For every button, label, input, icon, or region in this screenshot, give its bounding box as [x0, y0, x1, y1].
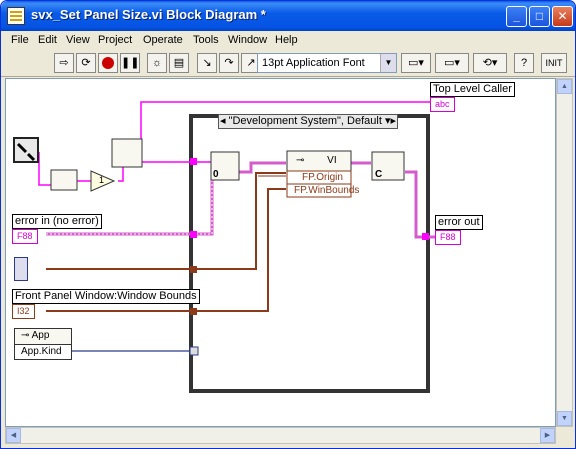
tunnel-error-in[interactable]: [190, 231, 197, 238]
case-prev-icon[interactable]: ◂: [219, 115, 226, 127]
property-fp-winbounds[interactable]: [286, 183, 352, 198]
menu-help[interactable]: Help: [275, 34, 298, 46]
front-panel-bounds-label: Front Panel Window:Window Bounds: [12, 289, 200, 304]
case-selector-value: "Development System", Default: [228, 115, 382, 127]
vi-node-label: ⊸ VI: [296, 155, 337, 166]
case-dropdown-icon[interactable]: ▾▸: [384, 115, 397, 127]
menu-tools[interactable]: Tools: [193, 34, 219, 46]
error-in-label: error in (no error): [12, 214, 102, 229]
app-node-label: ⊸ App: [21, 330, 49, 341]
vertical-scrollbar[interactable]: ▲ ▼: [556, 78, 573, 427]
cluster-terminal-1[interactable]: [14, 257, 28, 281]
tunnel-error-out[interactable]: [422, 233, 429, 240]
increment-label: 1: [99, 175, 105, 185]
step-over-icon[interactable]: ↷: [219, 53, 239, 73]
maximize-button[interactable]: □: [529, 6, 550, 27]
app-node-text: App: [31, 330, 50, 341]
step-into-icon[interactable]: ↘: [197, 53, 217, 73]
init-button[interactable]: INIT: [541, 53, 567, 73]
reorder-icon[interactable]: ⟲▾: [473, 53, 507, 73]
scrollbar-corner: [556, 427, 573, 444]
scroll-right-icon[interactable]: ▶: [540, 428, 555, 443]
tunnel-caller[interactable]: [190, 158, 197, 165]
pause-icon[interactable]: ❚❚: [120, 53, 140, 73]
font-select[interactable]: 13pt Application Font ▼: [257, 53, 397, 73]
menu-bar: File Edit View Project Operate Tools Win…: [1, 31, 575, 50]
close-button[interactable]: ✕: [552, 6, 573, 27]
open-vi-ref-node[interactable]: [210, 151, 240, 181]
tunnel-cluster-1[interactable]: [190, 266, 197, 273]
array-node[interactable]: [50, 169, 78, 191]
distribute-objects-icon[interactable]: ▭▾: [435, 53, 469, 73]
menu-project[interactable]: Project: [98, 34, 133, 46]
font-select-value: 13pt Application Font: [262, 57, 365, 69]
horizontal-scrollbar[interactable]: ◀ ▶: [5, 427, 556, 444]
c-label: C: [375, 169, 383, 180]
minimize-button[interactable]: _: [506, 6, 527, 27]
zero-constant: 0: [213, 169, 219, 180]
menu-file[interactable]: File: [11, 34, 29, 46]
app-property-node[interactable]: ⊸ App App.Kind: [14, 328, 72, 360]
case-selector[interactable]: ◂ "Development System", Default ▾▸: [218, 114, 398, 129]
run-arrow-icon[interactable]: ⇨: [54, 53, 74, 73]
chevron-down-icon[interactable]: ▼: [380, 54, 396, 72]
title-bar[interactable]: svx_Set Panel Size.vi Block Diagram * _ …: [1, 1, 575, 31]
bundle-node[interactable]: [111, 138, 143, 168]
top-level-caller-label: Top Level Caller: [430, 82, 515, 97]
highlight-execution-icon[interactable]: ☼: [147, 53, 167, 73]
key-icon: ⊸: [21, 330, 30, 341]
scroll-up-icon[interactable]: ▲: [557, 79, 572, 94]
tunnel-cluster-2[interactable]: [190, 308, 197, 315]
menu-window[interactable]: Window: [228, 34, 268, 46]
scroll-down-icon[interactable]: ▼: [557, 411, 572, 426]
abort-icon[interactable]: [98, 53, 118, 73]
block-diagram-icon: [7, 7, 25, 25]
menu-operate[interactable]: Operate: [143, 34, 183, 46]
top-level-caller-terminal[interactable]: abc: [430, 97, 455, 112]
diagram-wires: [13, 101, 436, 393]
retain-wire-values-icon[interactable]: ▤: [169, 53, 189, 73]
error-out-label: error out: [435, 215, 483, 230]
tunnel-app-kind[interactable]: [189, 346, 199, 356]
error-in-terminal[interactable]: F88: [12, 229, 38, 244]
bounds-terminal[interactable]: I32: [12, 304, 35, 319]
app-kind-text: App.Kind: [21, 346, 62, 357]
scroll-left-icon[interactable]: ◀: [6, 428, 21, 443]
increment-node[interactable]: [90, 170, 116, 192]
align-objects-icon[interactable]: ▭▾: [401, 53, 431, 73]
run-continuously-icon[interactable]: ⟳: [76, 53, 96, 73]
vi-node-text: VI: [327, 155, 337, 166]
fp-origin-text: FP.Origin: [302, 172, 343, 183]
help-icon[interactable]: ?: [514, 53, 534, 73]
app-kind-row[interactable]: App.Kind: [15, 344, 71, 359]
window-title: svx_Set Panel Size.vi Block Diagram *: [31, 7, 266, 22]
menu-view[interactable]: View: [66, 34, 90, 46]
fp-winbounds-text: FP.WinBounds: [294, 185, 360, 196]
menu-edit[interactable]: Edit: [38, 34, 57, 46]
block-diagram-canvas[interactable]: ◂ "Development System", Default ▾▸ Top L…: [5, 78, 556, 427]
close-ref-node[interactable]: [371, 151, 405, 181]
key-icon-2: ⊸: [296, 155, 305, 166]
error-out-terminal[interactable]: F88: [435, 230, 461, 245]
